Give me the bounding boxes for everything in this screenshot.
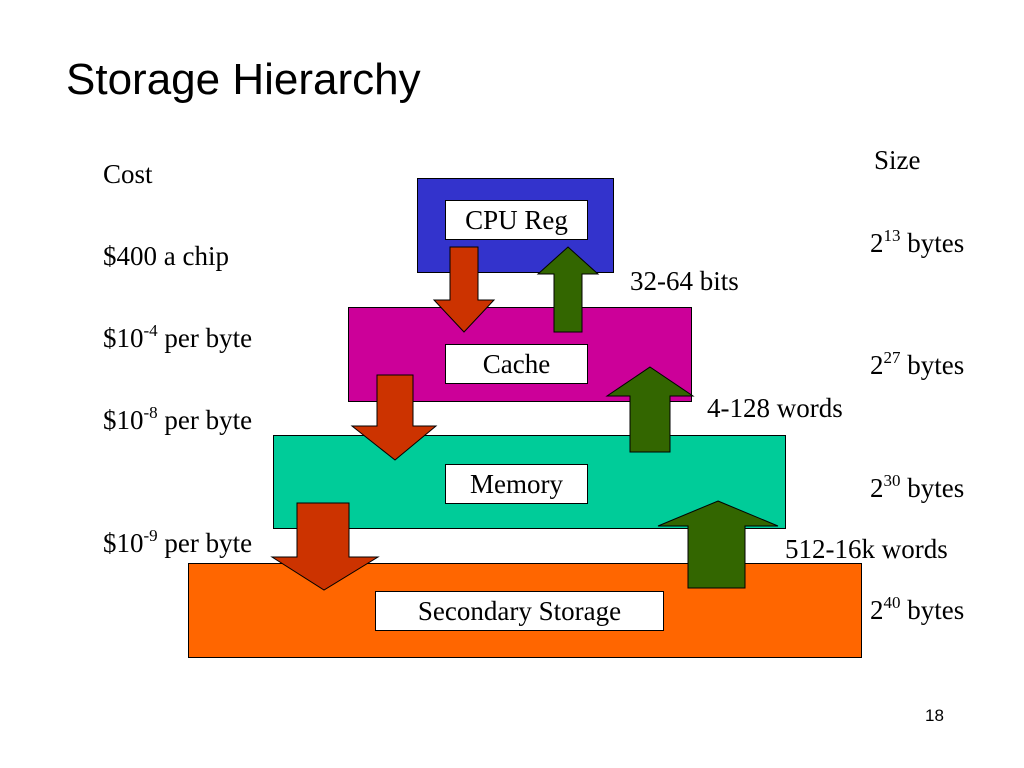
transfer-label-cache-memory: 4-128 words — [707, 393, 843, 423]
up-arrow-icon — [536, 246, 600, 333]
slide-title: Storage Hierarchy — [66, 55, 421, 104]
size-exponent: 40 — [883, 593, 901, 612]
page-number: 18 — [925, 706, 944, 725]
size-base: 2 — [870, 350, 884, 380]
size-cpu-reg: 213 bytes — [870, 226, 964, 260]
tier-label-cpu-reg: CPU Reg — [445, 200, 588, 240]
size-suffix: bytes — [900, 228, 965, 258]
cost-exponent: -9 — [143, 526, 158, 545]
cost-base: $400 a chip — [103, 241, 229, 271]
cost-suffix: per byte — [157, 323, 253, 353]
transfer-label-reg-cache: 32-64 bits — [630, 266, 739, 296]
cost-suffix: per byte — [157, 528, 253, 558]
cost-cpu-reg: $400 a chip — [103, 239, 229, 273]
transfer-label-memory-secondary: 512-16k words — [785, 534, 948, 564]
up-arrow-icon — [657, 500, 779, 589]
cost-memory: $10-8 per byte — [103, 403, 252, 437]
size-base: 2 — [870, 228, 884, 258]
cost-exponent: -8 — [143, 403, 158, 422]
down-arrow-icon — [350, 374, 438, 461]
cost-header: Cost — [103, 159, 153, 189]
size-exponent: 13 — [883, 226, 901, 245]
tier-label-memory: Memory — [445, 464, 588, 504]
size-suffix: bytes — [900, 350, 965, 380]
size-base: 2 — [870, 473, 884, 503]
down-arrow-icon — [270, 502, 380, 591]
up-arrow-icon — [605, 366, 695, 453]
cost-secondary-storage: $10-9 per byte — [103, 526, 252, 560]
size-base: 2 — [870, 595, 884, 625]
size-secondary-storage: 240 bytes — [870, 593, 964, 627]
size-header: Size — [874, 145, 921, 175]
cost-base: $10 — [103, 405, 144, 435]
cost-base: $10 — [103, 528, 144, 558]
size-memory: 230 bytes — [870, 471, 964, 505]
tier-label-secondary-storage: Secondary Storage — [375, 591, 664, 631]
cost-suffix: per byte — [157, 405, 253, 435]
tier-label-cache: Cache — [445, 344, 588, 384]
size-exponent: 27 — [883, 348, 901, 367]
cost-cache: $10-4 per byte — [103, 321, 252, 355]
size-suffix: bytes — [900, 595, 965, 625]
cost-exponent: -4 — [143, 321, 158, 340]
size-cache: 227 bytes — [870, 348, 964, 382]
down-arrow-icon — [432, 246, 496, 333]
cost-base: $10 — [103, 323, 144, 353]
size-suffix: bytes — [900, 473, 965, 503]
size-exponent: 30 — [883, 471, 901, 490]
